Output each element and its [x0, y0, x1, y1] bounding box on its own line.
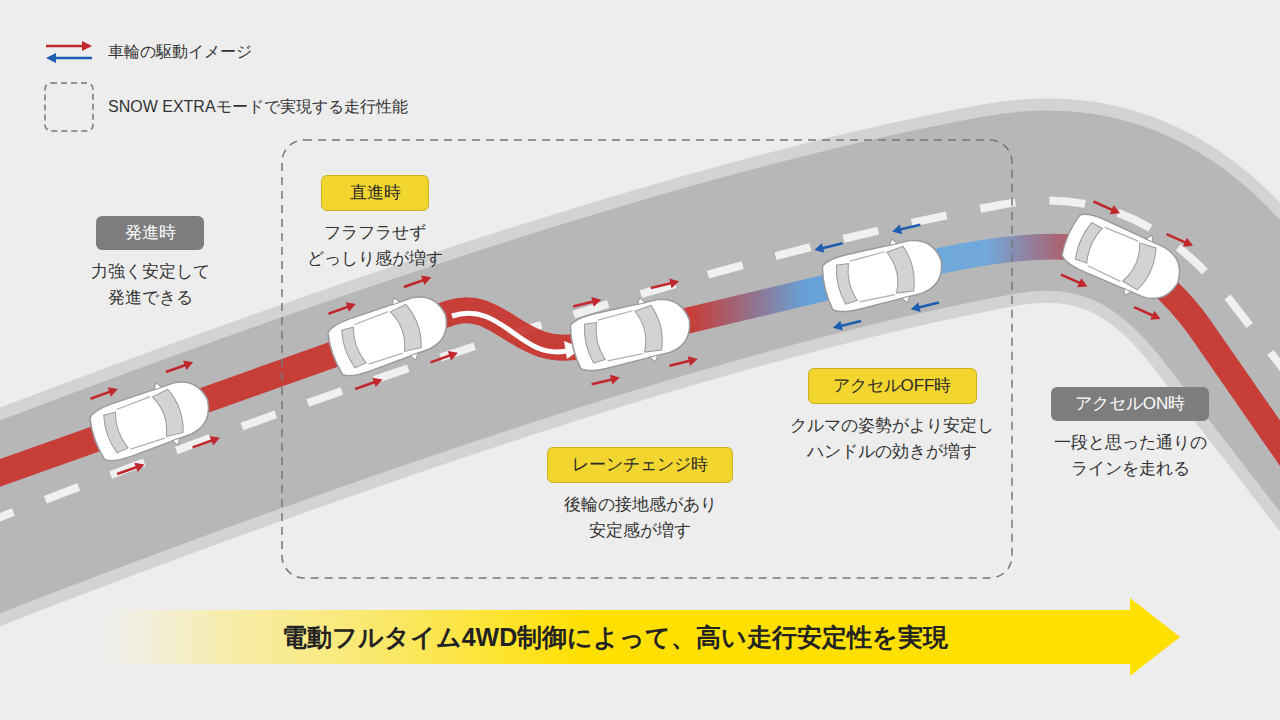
banner-text: 電動フルタイム4WD制御によって、高い走行安定性を実現: [282, 621, 949, 654]
legend-label: 車輪の駆動イメージ: [108, 42, 252, 63]
scene-callout: 発進時力強く安定して 発進できる: [91, 216, 210, 312]
heading-pill: 直進時: [321, 175, 429, 211]
legend-row: 車輪の駆動イメージ: [44, 38, 252, 66]
scene-callout: アクセルOFF時クルマの姿勢がより安定し ハンドルの効きが増す: [790, 368, 994, 466]
banner-arrow: 電動フルタイム4WD制御によって、高い走行安定性を実現: [100, 598, 1180, 676]
heading-pill: アクセルON時: [1051, 387, 1210, 421]
description-text: 一段と思った通りの ラインを走れる: [1054, 430, 1207, 483]
scene-callout: レーンチェンジ時後輪の接地感があり 安定感が増す: [547, 447, 733, 545]
drive-arrow-sample: [44, 38, 94, 66]
heading-pill: アクセルOFF時: [808, 368, 977, 404]
scene-callout: アクセルON時一段と思った通りの ラインを走れる: [1051, 387, 1210, 483]
description-text: フラフラせず どっしり感が増す: [307, 220, 443, 273]
description-text: 後輪の接地感があり 安定感が増す: [564, 492, 717, 545]
description-text: クルマの姿勢がより安定し ハンドルの効きが増す: [790, 413, 994, 466]
description-text: 力強く安定して 発進できる: [91, 259, 210, 312]
heading-pill: 発進時: [96, 216, 204, 250]
legend-label: SNOW EXTRAモードで実現する走行性能: [108, 97, 408, 118]
dashed-box-sample: [44, 82, 94, 132]
scene-callout: 直進時フラフラせず どっしり感が増す: [307, 175, 443, 273]
legend-row: SNOW EXTRAモードで実現する走行性能: [44, 82, 408, 132]
heading-pill: レーンチェンジ時: [547, 447, 733, 483]
